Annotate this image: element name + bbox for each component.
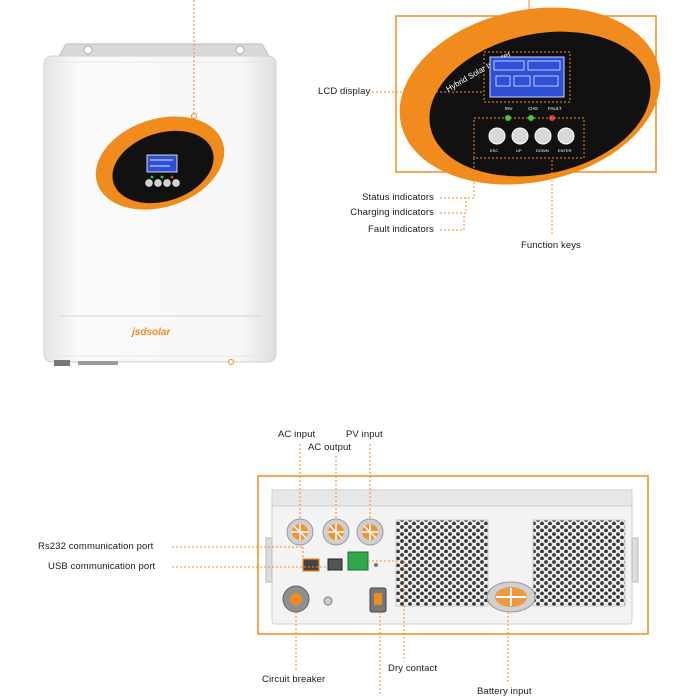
label-ac-input: AC input (278, 429, 316, 440)
label-status-indicators: Status indicators (362, 192, 434, 203)
inverter-rear-view (257, 475, 649, 635)
vent-right (532, 519, 626, 607)
key-label-up: UP (516, 148, 522, 153)
zoom-leaders (372, 91, 553, 236)
label-dry-contact: Dry contact (388, 663, 438, 674)
label-charging-indicators: Charging indicators (350, 207, 434, 218)
battery-input-gland (486, 581, 536, 613)
label-pv-input: PV input (346, 429, 383, 440)
label-battery-input: Battery input (477, 686, 532, 697)
brand-logo: jsdsolar (130, 327, 171, 338)
label-rs232-port: Rs232 communication port (38, 541, 154, 552)
leader-dot-front (191, 113, 197, 119)
zoomed-lcd-screen (489, 56, 565, 98)
rs232-port-shape (302, 558, 320, 572)
indicator-fault: FAULT (548, 106, 562, 111)
cable-gland-ac-output (322, 518, 350, 546)
label-usb-port: USB communication port (48, 561, 156, 572)
inverter-front-view: jsdsolar (43, 43, 277, 366)
key-enter (557, 127, 575, 145)
indicator-inv: INV (505, 106, 513, 111)
key-label-esc: ESC (490, 148, 498, 153)
label-function-keys: Function keys (521, 240, 581, 251)
function-keys-group (488, 127, 575, 145)
key-down (534, 127, 552, 145)
key-esc (488, 127, 506, 145)
zoomed-control-panel: Hybrid Solar Inverter INV CHG FAULT ESC … (395, 0, 661, 185)
rear-leaders (172, 444, 509, 694)
indicator-chg: CHG (528, 106, 538, 111)
leader-dot-bottom (228, 359, 234, 365)
vent-left (395, 519, 489, 607)
cable-gland-pv-input (356, 518, 384, 546)
label-ac-output: AC output (308, 442, 352, 453)
cable-gland-ac-input (286, 518, 314, 546)
label-circuit-breaker: Circuit breaker (262, 674, 326, 685)
label-fault-indicators: Fault indicators (367, 224, 434, 235)
key-label-down: DOWN (536, 148, 549, 153)
key-label-enter: ENTER (558, 148, 572, 153)
label-lcd-display: LCD display (318, 86, 371, 97)
usb-port-shape (327, 558, 343, 571)
key-up (511, 127, 529, 145)
front-lcd-screen (146, 154, 178, 173)
dry-contact-terminal (347, 551, 369, 571)
